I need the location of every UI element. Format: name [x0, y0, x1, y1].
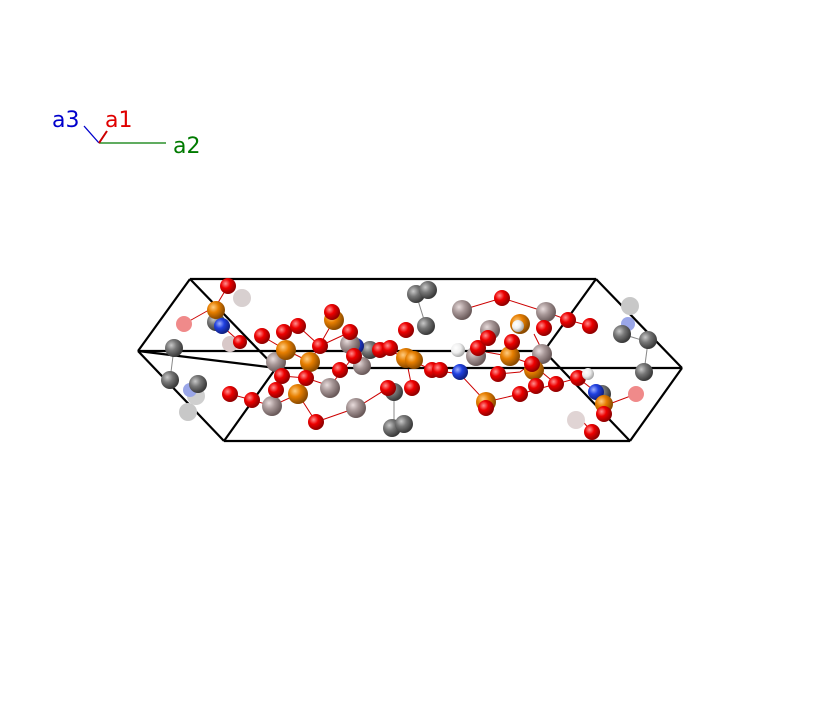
aluminium-atom — [262, 396, 282, 416]
aluminium-atom — [346, 398, 366, 418]
oxygen-atom — [536, 320, 552, 336]
carbon-atom — [419, 281, 437, 299]
a3-axis-line — [83, 125, 100, 144]
oxygen-atom — [478, 400, 494, 416]
nitrogen-atom — [452, 364, 468, 380]
carbon-atom — [613, 325, 631, 343]
oxygen-atom — [596, 406, 612, 422]
oxygen-atom — [274, 368, 290, 384]
nitrogen-atom — [214, 318, 230, 334]
phosphorus-atom — [207, 301, 225, 319]
oxygen-atom — [628, 386, 644, 402]
atoms — [161, 278, 657, 440]
phosphorus-atom — [500, 346, 520, 366]
hydrogen-atom — [567, 411, 585, 429]
cell-edge — [137, 349, 277, 370]
oxygen-atom — [560, 312, 576, 328]
hydrogen-atom — [512, 320, 524, 332]
oxygen-atom — [298, 370, 314, 386]
carbon-atom — [161, 371, 179, 389]
unit-cell — [137, 277, 683, 443]
a1-axis-label: a1 — [105, 108, 132, 133]
oxygen-atom — [308, 414, 324, 430]
oxygen-atom — [176, 316, 192, 332]
axis-triad: a3 a1 a2 — [52, 108, 200, 159]
a2-axis-label: a2 — [173, 134, 200, 159]
oxygen-atom — [380, 380, 396, 396]
oxygen-atom — [254, 328, 270, 344]
oxygen-atom — [480, 330, 496, 346]
oxygen-atom — [512, 386, 528, 402]
oxygen-atom — [548, 376, 564, 392]
oxygen-atom — [222, 386, 238, 402]
carbon-atom — [417, 317, 435, 335]
oxygen-atom — [324, 304, 340, 320]
hydrogen-atom — [621, 297, 639, 315]
phosphorus-atom — [300, 352, 320, 372]
oxygen-atom — [346, 348, 362, 364]
oxygen-atom — [584, 424, 600, 440]
oxygen-atom — [382, 340, 398, 356]
phosphorus-atom — [288, 384, 308, 404]
oxygen-atom — [312, 338, 328, 354]
carbon-atom — [635, 363, 653, 381]
a1-axis-line — [98, 130, 108, 144]
a3-axis-label: a3 — [52, 108, 79, 133]
oxygen-atom — [404, 380, 420, 396]
oxygen-atom — [233, 335, 247, 349]
aluminium-atom — [320, 378, 340, 398]
oxygen-atom — [432, 362, 448, 378]
cell-edge — [629, 367, 683, 442]
oxygen-atom — [470, 340, 486, 356]
cell-edge — [543, 350, 631, 442]
oxygen-atom — [494, 290, 510, 306]
oxygen-atom — [582, 318, 598, 334]
oxygen-atom — [342, 324, 358, 340]
oxygen-atom — [332, 362, 348, 378]
carbon-atom — [395, 415, 413, 433]
aluminium-atom — [536, 302, 556, 322]
cell-edge — [189, 278, 277, 369]
oxygen-atom — [490, 366, 506, 382]
oxygen-atom — [524, 356, 540, 372]
hydrogen-atom — [233, 289, 251, 307]
hydrogen-atom — [179, 403, 197, 421]
oxygen-atom — [398, 322, 414, 338]
carbon-atom — [189, 375, 207, 393]
oxygen-atom — [244, 392, 260, 408]
hydrogen-atom — [451, 343, 465, 357]
oxygen-atom — [528, 378, 544, 394]
oxygen-atom — [504, 334, 520, 350]
phosphorus-atom — [405, 351, 423, 369]
cell-edge — [137, 278, 191, 352]
phosphorus-atom — [276, 340, 296, 360]
carbon-atom — [639, 331, 657, 349]
cell-edge — [595, 278, 683, 369]
carbon-atom — [165, 339, 183, 357]
oxygen-atom — [268, 382, 284, 398]
oxygen-atom — [220, 278, 236, 294]
cell-edge — [137, 350, 225, 442]
hydrogen-atom — [582, 368, 594, 380]
oxygen-atom — [290, 318, 306, 334]
oxygen-atom — [276, 324, 292, 340]
aluminium-atom — [452, 300, 472, 320]
